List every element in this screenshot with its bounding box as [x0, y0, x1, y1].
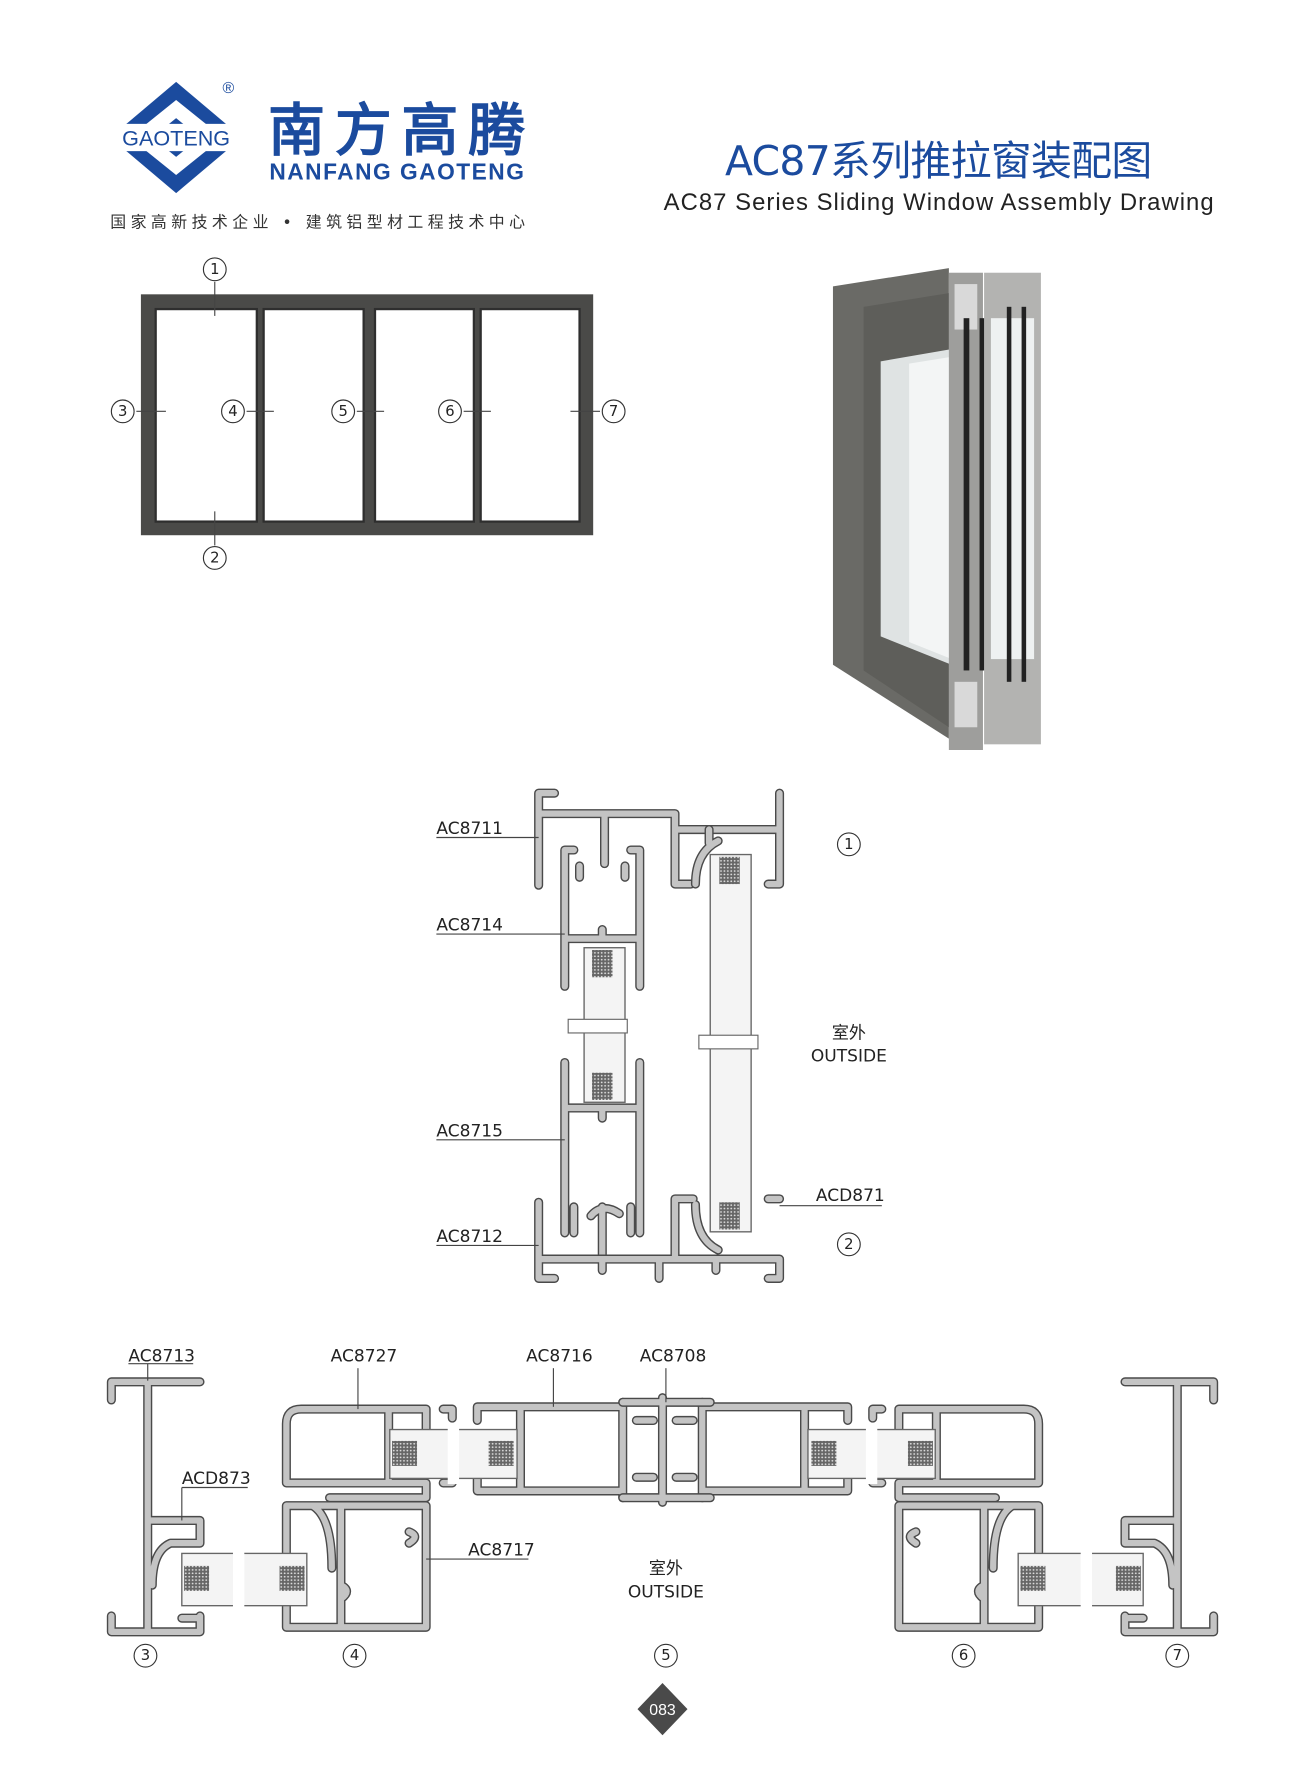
- profile-ac8714: [560, 845, 645, 991]
- label-acd871: ACD871: [816, 1186, 885, 1206]
- brand-name-en: NANFANG GAOTENG: [269, 159, 524, 185]
- callout-4-section: 4: [342, 1643, 367, 1668]
- callout-3-section: 3: [133, 1643, 158, 1668]
- logo-text: GAOTENG: [122, 125, 230, 150]
- label-ac8708: AC8708: [640, 1346, 707, 1366]
- mirrored-half: [702, 1382, 1213, 1632]
- callout-5: 5: [331, 399, 356, 424]
- brand-name-cn: 南方高腾: [268, 98, 525, 164]
- svg-text:6: 6: [445, 403, 454, 420]
- window-3d-render: [832, 268, 1041, 750]
- callout-6-section: 6: [951, 1643, 976, 1668]
- svg-text:5: 5: [661, 1647, 670, 1664]
- label-ac8727: AC8727: [331, 1346, 398, 1366]
- callout-7-section: 7: [1165, 1643, 1190, 1668]
- callout-2: 2: [202, 546, 227, 570]
- callout-1: 1: [202, 257, 227, 282]
- profile-ac8708: [618, 1393, 715, 1507]
- label-ac8714: AC8714: [436, 916, 503, 936]
- svg-text:7: 7: [609, 403, 618, 420]
- label-ac8717: AC8717: [468, 1541, 535, 1561]
- profile-ac8712: [534, 1194, 785, 1283]
- profile-ac8711: [534, 788, 785, 890]
- callout-4: 4: [221, 399, 245, 424]
- svg-text:4: 4: [228, 403, 237, 420]
- registered-mark: ®: [223, 80, 235, 97]
- label-ac8716: AC8716: [526, 1346, 593, 1366]
- callout-1-section: 1: [836, 832, 861, 857]
- outside-label-en: OUTSIDE: [811, 1046, 887, 1066]
- brand-logo: GAOTENG ® 南方高腾 NANFANG GAOTENG 国家高新技术企业 …: [106, 80, 525, 231]
- svg-text:1: 1: [844, 836, 853, 853]
- callout-7: 7: [601, 399, 626, 424]
- svg-text:1: 1: [210, 261, 219, 278]
- page-number: 083: [649, 1702, 676, 1719]
- callout-3: 3: [110, 399, 135, 424]
- label-acd873: ACD873: [182, 1469, 251, 1489]
- label-ac8711: AC8711: [436, 819, 503, 839]
- svg-text:7: 7: [1173, 1647, 1182, 1664]
- page-subtitle: AC87 Series Sliding Window Assembly Draw…: [664, 189, 1214, 216]
- vertical-section: AC8711 AC8714 AC8715 AC8712 ACD871 1 2 室…: [436, 788, 887, 1283]
- svg-text:2: 2: [210, 549, 219, 566]
- outside-label-en-2: OUTSIDE: [628, 1583, 704, 1603]
- svg-text:3: 3: [118, 403, 127, 420]
- elevation-callouts: 1 2 3 4 5 6 7: [110, 257, 626, 570]
- svg-text:4: 4: [350, 1647, 359, 1664]
- outside-label-cn-2: 室外: [649, 1559, 683, 1579]
- label-ac8713: AC8713: [128, 1346, 195, 1366]
- svg-text:3: 3: [141, 1647, 150, 1664]
- outside-label-cn: 室外: [832, 1024, 866, 1044]
- svg-text:5: 5: [338, 403, 347, 420]
- window-elevation: [136, 281, 600, 546]
- horizontal-section: AC8713 ACD873 AC8727 AC8716 AC8708 AC871…: [106, 1346, 1213, 1668]
- label-ac8712: AC8712: [436, 1227, 503, 1247]
- page-title: AC87系列推拉窗装配图: [725, 137, 1152, 185]
- svg-text:6: 6: [959, 1647, 968, 1664]
- label-ac8715: AC8715: [436, 1121, 503, 1141]
- callout-2-section: 2: [836, 1232, 861, 1257]
- svg-text:2: 2: [844, 1236, 853, 1253]
- profile-ac8715: [560, 1057, 645, 1264]
- callout-6: 6: [438, 399, 462, 424]
- callout-5-section: 5: [653, 1643, 678, 1668]
- brand-tagline: 国家高新技术企业 • 建筑铝型材工程技术中心: [110, 212, 525, 231]
- page-number-badge: 083: [637, 1682, 688, 1736]
